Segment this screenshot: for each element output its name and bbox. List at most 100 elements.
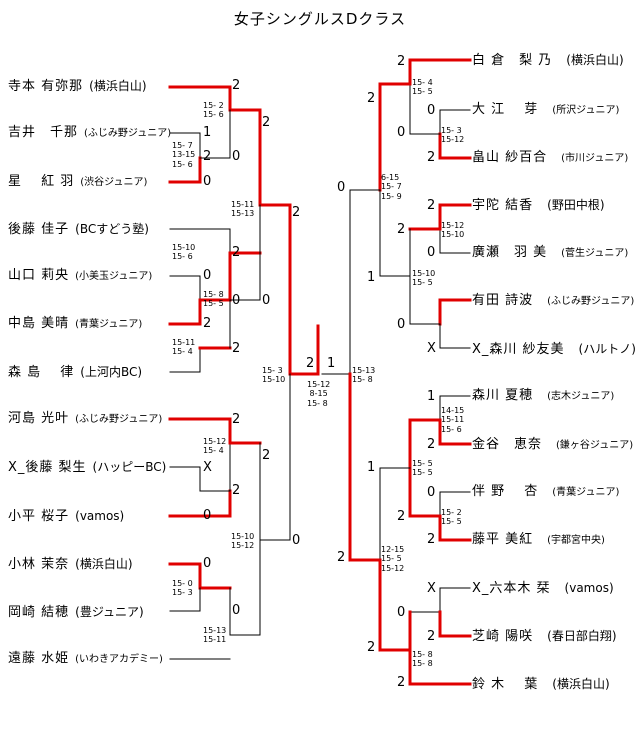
player-name: 山口 莉央 bbox=[8, 268, 70, 283]
match-score: 1 bbox=[327, 356, 336, 371]
left-player-9: X_後藤 梨生(ハッピーBC) bbox=[8, 459, 166, 476]
match-score: 1 bbox=[367, 460, 376, 475]
player-club: (ふじみ野ジュニア) bbox=[547, 296, 635, 307]
game-scores: 15- 2 15- 6 bbox=[203, 101, 224, 120]
player-name: 金谷 恵奈 bbox=[472, 437, 543, 452]
game-scores: 15-10 15- 6 bbox=[172, 243, 196, 262]
match-score: 2 bbox=[232, 483, 241, 498]
player-club: (豊ジュニア) bbox=[75, 605, 144, 619]
game-scores: 15- 2 15- 5 bbox=[441, 508, 462, 527]
match-score: 0 bbox=[232, 603, 241, 618]
match-score: 2 bbox=[397, 222, 406, 237]
player-club: (菅生ジュニア) bbox=[561, 248, 629, 259]
game-scores: 15-11 15-13 bbox=[231, 200, 255, 219]
player-club: (野田中根) bbox=[547, 198, 605, 212]
match-score: 0 bbox=[427, 103, 436, 118]
player-club: (横浜白山) bbox=[566, 53, 624, 67]
player-name: 森川 夏穂 bbox=[472, 388, 534, 403]
match-score: 1 bbox=[367, 270, 376, 285]
match-score: 2 bbox=[367, 91, 376, 106]
player-club: (ハッピーBC) bbox=[92, 460, 167, 474]
player-name: 有田 詩波 bbox=[472, 293, 534, 308]
game-scores: 15- 3 15-12 bbox=[441, 126, 465, 145]
match-score: 2 bbox=[232, 341, 241, 356]
player-club: (上河内BC) bbox=[80, 365, 143, 379]
game-scores: 15- 3 15-10 bbox=[262, 366, 286, 385]
right-player-11: 藤平 美紅(宇都宮中央) bbox=[472, 532, 605, 549]
match-score: 2 bbox=[203, 149, 212, 164]
match-score: 2 bbox=[427, 629, 436, 644]
game-scores: 15- 7 13-15 15- 6 bbox=[172, 141, 196, 169]
match-score: 2 bbox=[292, 205, 301, 220]
player-club: (BCすどう塾) bbox=[75, 222, 149, 236]
match-score: 0 bbox=[203, 174, 212, 189]
player-club: (所沢ジュニア) bbox=[552, 105, 620, 116]
left-player-1: 寺本 有弥那(横浜白山) bbox=[8, 78, 147, 95]
player-club: (ふじみ野ジュニア) bbox=[84, 128, 172, 139]
player-club: (横浜白山) bbox=[75, 557, 133, 571]
player-name: 中島 美晴 bbox=[8, 316, 70, 331]
left-player-6: 中島 美晴 (青葉ジュニア) bbox=[8, 316, 142, 333]
player-club: (宇都宮中央) bbox=[547, 535, 605, 546]
player-name: X_六本木 栞 bbox=[472, 581, 551, 596]
player-name: 森 島 律 bbox=[8, 365, 75, 380]
game-scores: 15-13 15-11 bbox=[203, 626, 227, 645]
player-name: 小平 桜子 bbox=[8, 509, 70, 524]
match-score: 0 bbox=[203, 556, 212, 571]
right-player-13: 芝崎 陽咲(春日部白翔) bbox=[472, 628, 617, 645]
match-score: 2 bbox=[397, 54, 406, 69]
match-score: 0 bbox=[397, 125, 406, 140]
match-score: 2 bbox=[427, 150, 436, 165]
game-scores: 15- 8 15- 5 bbox=[203, 290, 224, 309]
left-player-2: 吉井 千那(ふじみ野ジュニア) bbox=[8, 125, 171, 142]
left-player-4: 後藤 佳子(BCすどう塾) bbox=[8, 221, 149, 238]
player-name: 宇陀 結香 bbox=[472, 198, 534, 213]
left-player-11: 小林 茉奈(横浜白山) bbox=[8, 556, 133, 573]
player-club: (渋谷ジュニア) bbox=[80, 177, 148, 188]
right-player-2: 大 江 芽 (所沢ジュニア) bbox=[472, 102, 619, 119]
match-score: 2 bbox=[232, 412, 241, 427]
match-score: 0 bbox=[427, 245, 436, 260]
player-club: (市川ジュニア) bbox=[561, 153, 629, 164]
match-score: 2 bbox=[232, 78, 241, 93]
match-score: 0 bbox=[292, 533, 301, 548]
player-name: 伴 野 杏 bbox=[472, 484, 539, 499]
player-club: (青葉ジュニア) bbox=[75, 319, 143, 330]
right-player-12: X_六本木 栞(vamos) bbox=[472, 580, 614, 597]
player-club: (vamos) bbox=[75, 509, 125, 523]
match-score: 2 bbox=[427, 532, 436, 547]
left-player-7: 森 島 律 (上河内BC) bbox=[8, 364, 142, 381]
match-score: 0 bbox=[397, 605, 406, 620]
game-scores: 15-12 8-15 15- 8 bbox=[307, 380, 331, 408]
game-scores: 15- 8 15- 8 bbox=[412, 650, 433, 669]
match-score: 2 bbox=[232, 245, 241, 260]
match-score: 1 bbox=[427, 389, 436, 404]
match-score: 0 bbox=[203, 268, 212, 283]
right-player-14: 鈴 木 葉(横浜白山) bbox=[472, 676, 610, 693]
match-score: 2 bbox=[262, 448, 271, 463]
match-score: 0 bbox=[203, 508, 212, 523]
game-scores: 15-10 15- 5 bbox=[412, 269, 436, 288]
match-score: 2 bbox=[367, 640, 376, 655]
game-scores: 14-15 15-11 15- 6 bbox=[441, 406, 465, 434]
player-name: 岡崎 結穂 bbox=[8, 605, 70, 620]
game-scores: 15-12 15- 4 bbox=[203, 437, 227, 456]
right-player-4: 宇陀 結香 (野田中根) bbox=[472, 197, 605, 214]
game-scores: 15- 0 15- 3 bbox=[172, 579, 193, 598]
match-score: X bbox=[203, 460, 212, 475]
game-scores: 6-15 15- 7 15- 9 bbox=[381, 173, 402, 201]
game-scores: 15-12 15-10 bbox=[441, 221, 465, 240]
match-score: 0 bbox=[397, 317, 406, 332]
page-title: 女子シングルスDクラス bbox=[233, 10, 407, 28]
player-club: (志木ジュニア) bbox=[547, 391, 615, 402]
player-name: 大 江 芽 bbox=[472, 102, 539, 117]
game-scores: 12-15 15- 5 15-12 bbox=[381, 545, 405, 573]
match-score: 2 bbox=[397, 509, 406, 524]
player-name: 廣瀬 羽 美 bbox=[472, 245, 548, 260]
left-player-5: 山口 莉央(小美玉ジュニア) bbox=[8, 268, 152, 285]
player-name: 白 倉 梨 乃 bbox=[472, 53, 553, 68]
player-club: (春日部白翔) bbox=[547, 629, 617, 643]
match-score: 0 bbox=[232, 149, 241, 164]
player-club: (横浜白山) bbox=[89, 79, 147, 93]
